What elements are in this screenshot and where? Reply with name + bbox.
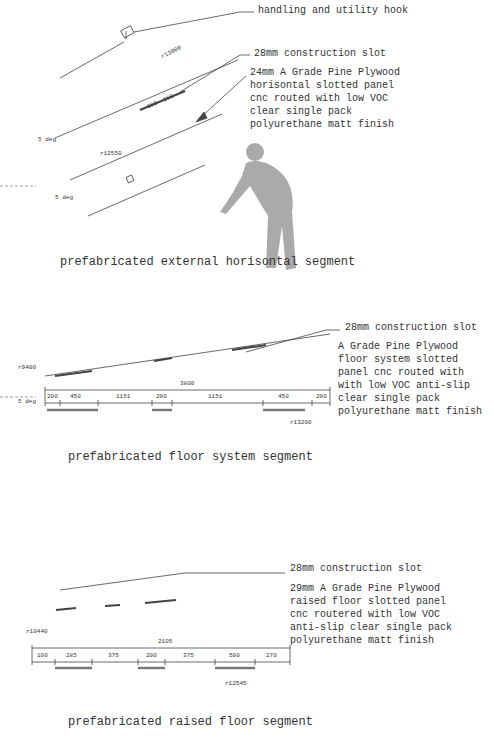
slot-bar (55, 667, 255, 669)
dimension-text: 100 (37, 652, 48, 660)
hook-symbol (126, 175, 134, 183)
leader-line (180, 55, 250, 92)
panel-edge (60, 573, 185, 590)
dimension-text: 150 (162, 93, 175, 104)
section-caption: prefabricated raised floor segment (68, 715, 313, 730)
reference-line (0, 186, 36, 187)
dimension-ticks (32, 645, 290, 665)
person-figure (220, 143, 296, 270)
dimension-text: 2105 (158, 638, 172, 646)
dimension-line (32, 662, 290, 663)
dimension-text: 285 (66, 652, 77, 660)
construction-slot (232, 345, 266, 350)
dimension-text: 270 (266, 652, 277, 660)
callout-text: 28mm construction slot (290, 563, 422, 576)
angle-text: 5 deg (18, 398, 36, 406)
radius-dimension: r12550 (100, 150, 122, 158)
dimension-text: 150 (146, 100, 159, 111)
dimension-text: 1151 (208, 393, 222, 401)
section-caption: prefabricated external horisontal segmen… (60, 255, 355, 270)
dimension-text: 1151 (116, 393, 130, 401)
radius-dimension: r10440 (26, 628, 48, 636)
callout-text: A Grade Pine Plywood floor system slotte… (338, 340, 484, 418)
construction-slot (145, 600, 176, 603)
panel-edge (60, 42, 124, 78)
construction-slot (154, 358, 172, 361)
callout-text: 24mm A Grade Pine Plywood horisontal slo… (250, 66, 402, 131)
callout-text: 28mm construction slot (345, 322, 477, 335)
panel-edge (70, 114, 222, 180)
construction-slot (56, 608, 76, 610)
dimension-text: 375 (183, 652, 194, 660)
radius-dimension: r12545 (225, 680, 247, 688)
dimension-text: 200 (146, 652, 157, 660)
angle-text: 5 deg (38, 136, 56, 144)
dimension-text: 375 (108, 652, 119, 660)
panel-edge (45, 334, 330, 376)
leader-line (185, 573, 285, 574)
hook-symbol (126, 31, 127, 39)
dimension-ticks (45, 387, 330, 406)
radius-dimension: r9400 (18, 364, 36, 372)
dimension-line (45, 403, 330, 404)
dimension-text: 450 (278, 393, 289, 401)
reference-line (0, 397, 36, 398)
panel-edge (55, 60, 238, 138)
callout-text: handling and utility hook (258, 5, 408, 18)
dimension-text: 200 (316, 393, 327, 401)
section-caption: prefabricated floor system segment (68, 450, 313, 465)
dimension-text: 500 (229, 652, 240, 660)
radius-dimension: r13000 (160, 44, 183, 60)
dimension-text: 200 (156, 393, 167, 401)
dimension-line (45, 390, 330, 391)
leader-line (200, 76, 246, 118)
slot-bar (47, 409, 305, 411)
leader-line (134, 12, 254, 32)
dimension-text: 3800 (180, 380, 194, 388)
angle-text: 5 deg (55, 194, 73, 202)
hook-symbol (121, 26, 134, 38)
dimension-line (32, 648, 290, 649)
panel-edge (88, 165, 205, 216)
construction-slot (140, 91, 185, 110)
radius-dimension: r13200 (290, 419, 312, 427)
construction-slot (105, 605, 120, 606)
arrow-head (196, 112, 207, 122)
construction-slot (55, 371, 92, 376)
callout-text: 28mm construction slot (254, 48, 386, 61)
dimension-text: 200 (47, 393, 58, 401)
callout-text: 29mm A Grade Pine Plywood raised floor s… (290, 582, 454, 647)
leader-line (246, 330, 340, 352)
dimension-text: 450 (70, 393, 81, 401)
